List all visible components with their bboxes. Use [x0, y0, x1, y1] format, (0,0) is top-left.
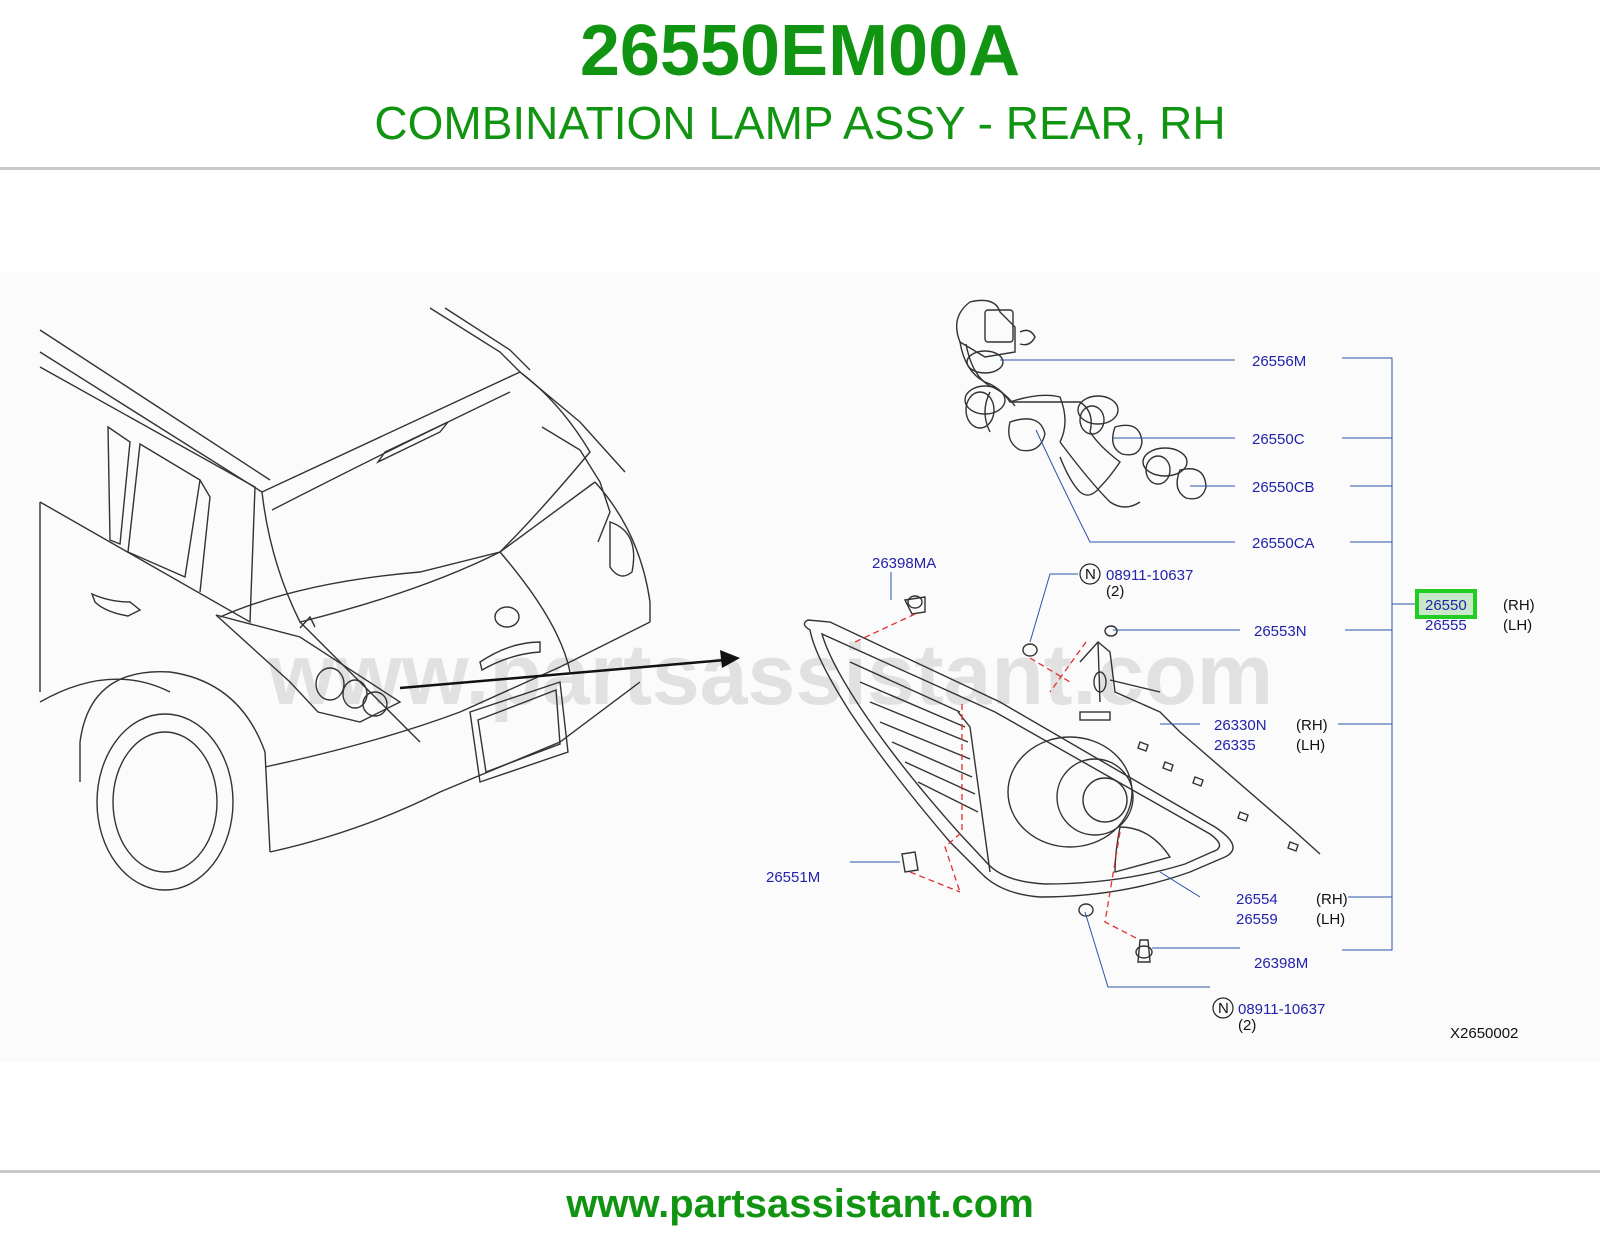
callout-26551M[interactable]: 26551M	[766, 869, 820, 886]
watermark-text: www.partsassistant.com	[267, 627, 1273, 723]
parts-diagram: www.partsassistant.com	[0, 272, 1600, 1062]
callout-26330N[interactable]: 26330N	[1214, 717, 1267, 734]
callout-26550C[interactable]: 26550C	[1252, 431, 1305, 448]
header-divider	[0, 167, 1600, 170]
callout-08911-10637-top[interactable]: 08911-10637	[1106, 567, 1193, 584]
assembly-guide-lines	[854, 613, 1141, 941]
callout-26554[interactable]: 26554	[1236, 891, 1278, 908]
n-symbol-top: N	[1085, 566, 1096, 583]
callout-26553N[interactable]: 26553N	[1254, 623, 1307, 640]
callout-26555[interactable]: 26555	[1425, 617, 1467, 634]
part-number-title: 26550EM00A	[579, 11, 1021, 91]
pointer-arrow	[399, 650, 740, 690]
side-26550: (RH)	[1503, 597, 1535, 614]
n-badge-top: N	[1079, 563, 1101, 585]
callout-26550CA[interactable]: 26550CA	[1252, 535, 1315, 552]
side-26554: (RH)	[1316, 891, 1348, 908]
lamp-harness-illustration	[956, 299, 1207, 508]
qty-bottom: (2)	[1238, 1017, 1256, 1034]
callout-26559[interactable]: 26559	[1236, 911, 1278, 928]
footer-divider	[0, 1170, 1600, 1173]
rear-combination-lamp-illustration	[803, 595, 1321, 963]
side-26330N: (RH)	[1296, 717, 1328, 734]
callout-26398M[interactable]: 26398M	[1254, 955, 1308, 972]
callout-08911-10637-bottom[interactable]: 08911-10637	[1238, 1001, 1325, 1018]
callout-26398MA[interactable]: 26398MA	[872, 555, 936, 572]
part-description: COMBINATION LAMP ASSY - REAR, RH	[374, 97, 1226, 149]
n-badge-bottom: N	[1212, 997, 1234, 1019]
side-26335: (LH)	[1296, 737, 1325, 754]
header: 26550EM00A COMBINATION LAMP ASSY - REAR,…	[0, 0, 1600, 168]
side-26555: (LH)	[1503, 617, 1532, 634]
qty-top: (2)	[1106, 583, 1124, 600]
diagram-code: X2650002	[1450, 1025, 1518, 1042]
car-rear-view-illustration	[39, 307, 651, 891]
callout-26335[interactable]: 26335	[1214, 737, 1256, 754]
highlight-box-26550	[1415, 589, 1477, 619]
callout-26550[interactable]: 26550	[1425, 597, 1467, 614]
footer-website-link[interactable]: www.partsassistant.com	[566, 1182, 1034, 1226]
side-26559: (LH)	[1316, 911, 1345, 928]
callout-26550CB[interactable]: 26550CB	[1252, 479, 1315, 496]
diagram-svg: www.partsassistant.com	[39, 299, 1535, 1042]
n-symbol-bottom: N	[1218, 1000, 1229, 1017]
callout-26556M[interactable]: 26556M	[1252, 353, 1306, 370]
callout-leader-lines	[850, 357, 1415, 988]
